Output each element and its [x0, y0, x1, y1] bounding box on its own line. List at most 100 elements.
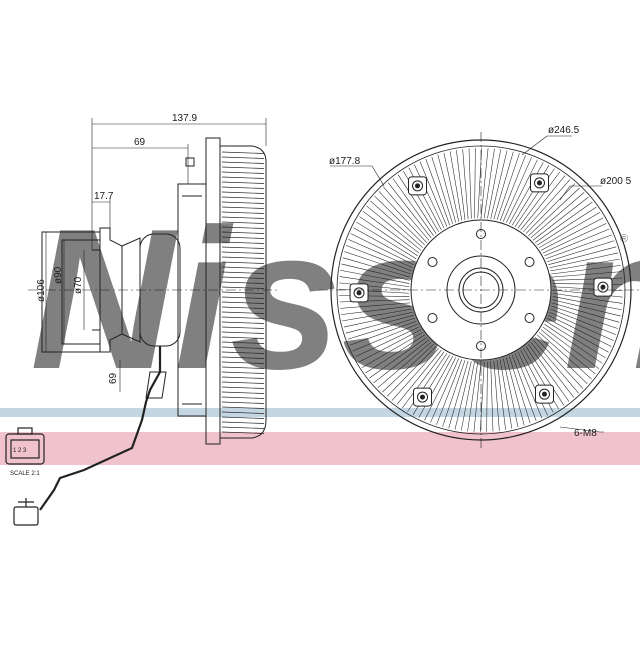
- radial-fin: [517, 351, 548, 416]
- fin-line: [221, 341, 265, 344]
- fin-line: [221, 411, 265, 414]
- radial-fin: [535, 201, 593, 243]
- blue-stripe: [0, 408, 640, 417]
- fin-line: [221, 391, 265, 394]
- dim-dia-70: ø70: [73, 276, 84, 294]
- radial-fin: [499, 359, 513, 429]
- front-view: [318, 132, 640, 450]
- fin-line: [221, 326, 265, 329]
- bolt-holes: [427, 229, 535, 351]
- boss-center: [420, 394, 426, 400]
- fin-line: [221, 421, 265, 424]
- fin-line: [221, 396, 265, 399]
- radial-fin: [418, 356, 453, 418]
- radial-fin: [339, 276, 410, 288]
- wire-plug: [13, 506, 39, 526]
- dim-69-small: 69: [108, 372, 119, 384]
- radial-fin: [552, 292, 623, 304]
- radial-fin: [456, 150, 466, 220]
- fin-line: [221, 191, 265, 194]
- radial-fin: [532, 339, 579, 394]
- radial-fin: [437, 154, 456, 223]
- radial-fin: [369, 337, 427, 379]
- radial-fin: [525, 183, 576, 234]
- fin-line: [221, 371, 265, 374]
- fin-line: [221, 186, 265, 189]
- radial-fin: [506, 357, 525, 426]
- radial-fin: [431, 156, 453, 224]
- radial-fin: [359, 216, 418, 257]
- radial-fin: [345, 315, 414, 334]
- fin-line: [221, 166, 265, 169]
- radial-fin: [545, 321, 606, 359]
- radial-fin: [340, 302, 411, 309]
- radial-fin: [552, 296, 622, 311]
- fin-line: [221, 301, 265, 304]
- radial-fin: [517, 171, 561, 229]
- connector-detail: [5, 427, 45, 526]
- fin-line: [221, 176, 265, 179]
- sensor-wire: [39, 346, 162, 511]
- connector-pins: 1 2 3: [13, 448, 27, 454]
- fin-line: [221, 151, 265, 154]
- radial-fin: [549, 311, 614, 341]
- radial-fin: [397, 174, 437, 234]
- radial-fin: [377, 341, 432, 388]
- fin-line: [221, 211, 265, 214]
- radial-fin: [499, 155, 526, 221]
- radial-fin: [382, 344, 434, 393]
- fin-line: [221, 331, 265, 334]
- radial-fin: [530, 192, 585, 239]
- radial-fin: [346, 245, 412, 272]
- boss-center: [356, 290, 362, 296]
- radial-fin: [454, 361, 472, 430]
- radial-fin: [528, 344, 570, 402]
- bolt-hole: [427, 313, 438, 323]
- fin-line: [221, 281, 265, 284]
- dim-dia-200-5: ø200 5: [600, 176, 632, 187]
- fin-line: [221, 356, 265, 359]
- radial-fin: [545, 234, 612, 260]
- radial-fin: [542, 223, 607, 254]
- radial-fin: [378, 191, 427, 243]
- radial-fin: [370, 200, 423, 248]
- radial-fin: [355, 326, 420, 357]
- radial-fin: [514, 353, 543, 419]
- pink-band: [0, 432, 640, 465]
- fin-line: [221, 311, 265, 314]
- radial-fin: [480, 148, 489, 219]
- radial-fin: [539, 332, 592, 380]
- dim-17-7: 17.7: [94, 191, 114, 202]
- fin-line: [221, 256, 265, 259]
- radial-fin: [540, 329, 596, 375]
- radial-fin: [493, 151, 514, 220]
- radial-fin: [362, 210, 420, 254]
- fin-line: [221, 321, 265, 324]
- radial-fin: [549, 252, 619, 269]
- bolt-hole: [427, 257, 438, 267]
- radial-fin: [473, 361, 482, 432]
- radial-fin: [544, 323, 603, 364]
- radial-fin: [424, 357, 456, 421]
- fin-line: [221, 221, 265, 224]
- fin-line: [221, 206, 265, 209]
- radial-fin: [550, 258, 620, 272]
- radial-fin: [350, 320, 417, 346]
- fin-line: [221, 376, 265, 379]
- radial-fin: [373, 339, 430, 384]
- fin-line: [221, 246, 265, 249]
- fin-line: [221, 416, 265, 419]
- radial-fin: [490, 361, 494, 432]
- bolt-hole: [524, 313, 535, 323]
- fin-line: [221, 216, 265, 219]
- radial-fin: [449, 151, 463, 221]
- radial-fin: [532, 196, 589, 241]
- radial-fin: [502, 157, 532, 222]
- radial-fin: [548, 315, 612, 347]
- dim-dia-90: ø90: [53, 266, 64, 284]
- fin-line: [221, 306, 265, 309]
- fin-line: [221, 196, 265, 199]
- radial-fin: [365, 334, 425, 374]
- fin-line: [221, 366, 265, 369]
